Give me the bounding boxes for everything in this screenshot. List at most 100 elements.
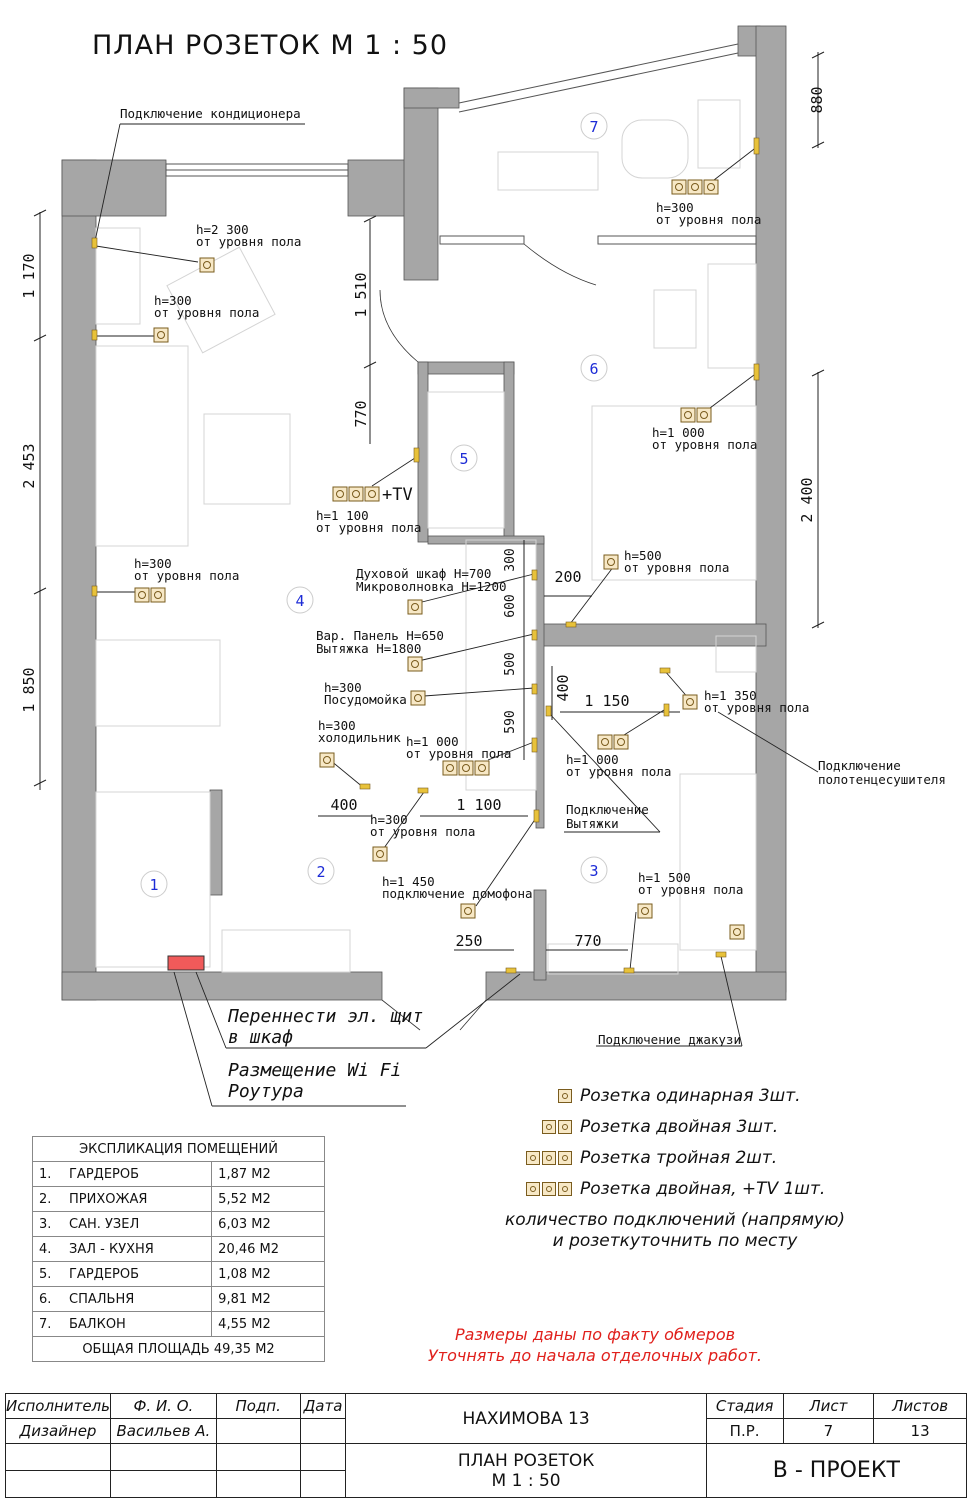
floor-plan: 1 2 3 4 5 6 7 880 1 170 2 453 1 850 1 51… xyxy=(20,25,946,1107)
stamp-sheet: 7 xyxy=(782,1418,875,1444)
doors xyxy=(379,243,597,1031)
socket-icon xyxy=(526,1151,540,1165)
callout-floor: от уровня пола xyxy=(704,700,809,715)
callout-fridge: холодильник xyxy=(318,730,401,745)
walls xyxy=(61,25,787,1001)
callout-panel-2: в шкаф xyxy=(228,1027,293,1048)
callout-panel-1: Переннести эл. щит xyxy=(227,1006,423,1027)
callout-hob: Вар. Панель H=650 xyxy=(316,628,444,643)
svg-text:4: 4 xyxy=(295,592,304,610)
callout-h300-c: h=300 xyxy=(324,680,362,695)
callout-floor: от уровня пола xyxy=(656,212,761,227)
callout-jacuzzi: Подключение джакузи xyxy=(598,1032,741,1047)
legend-triple: Розетка тройная 2шт. xyxy=(520,1146,777,1170)
dim-1150: 1 150 xyxy=(584,692,629,710)
callout-h1000-c: h=1 000 xyxy=(652,425,705,440)
svg-text:3: 3 xyxy=(589,862,598,880)
callout-dishwasher: Посудомойка xyxy=(324,692,407,707)
callout-floor: от уровня пола xyxy=(638,882,743,897)
callout-tv: +TV xyxy=(382,485,413,505)
stamp-executor-label: Исполнитель xyxy=(5,1393,111,1419)
callout-h300-b: h=300 xyxy=(134,556,172,571)
room-number-6: 6 xyxy=(580,354,608,382)
dim-2453: 2 453 xyxy=(20,443,38,488)
socket-icon xyxy=(558,1151,572,1165)
wall-outlet-markers xyxy=(91,137,760,974)
callout-hood-connection-2: Вытяжки xyxy=(566,816,619,831)
dim-250: 250 xyxy=(455,932,482,950)
callout-h300-d: h=300 xyxy=(318,718,356,733)
dim-770-vertical: 770 xyxy=(352,400,370,427)
socket-icon xyxy=(542,1182,556,1196)
socket-icon xyxy=(526,1182,540,1196)
leader-lines xyxy=(93,123,819,1107)
svg-text:2: 2 xyxy=(316,863,325,881)
stamp-designer-label: Дизайнер xyxy=(5,1418,111,1444)
room-number-3: 3 xyxy=(580,856,608,884)
stamp-sheet-title: ПЛАН РОЗЕТОК М 1 : 50 xyxy=(345,1443,707,1498)
dim-1170: 1 170 xyxy=(20,253,38,298)
page-title: ПЛАН РОЗЕТОК М 1 : 50 xyxy=(92,30,449,61)
dim-880: 880 xyxy=(808,86,826,113)
callout-h1450: h=1 450 xyxy=(382,874,435,889)
callout-floor: от уровня пола xyxy=(406,746,511,761)
callout-floor: от уровня пола xyxy=(370,824,475,839)
callout-hood: Вытяжка H=1800 xyxy=(316,641,421,656)
legend-single: Розетка одинарная 3шт. xyxy=(520,1084,801,1108)
stamp-fio-label: Ф. И. О. xyxy=(110,1393,217,1419)
electrical-panel xyxy=(167,955,205,971)
windows xyxy=(165,43,757,245)
stamp-sign-label: Подп. xyxy=(215,1393,301,1419)
dim-200: 200 xyxy=(554,568,581,586)
legend-double-tv: Розетка двойная, +TV 1шт. xyxy=(520,1177,825,1201)
callout-floor: от уровня пола xyxy=(624,560,729,575)
callout-floor: от уровня пола xyxy=(566,764,671,779)
measurement-warning: Размеры даны по факту обмеров Уточнять д… xyxy=(428,1325,762,1365)
room-number-1: 1 xyxy=(140,870,168,898)
callout-h1350: h=1 350 xyxy=(704,688,757,703)
room-number-4: 4 xyxy=(286,586,314,614)
callout-towel-2: полотенцесушителя xyxy=(818,772,946,787)
dim-2400: 2 400 xyxy=(798,477,816,522)
dimension-lines xyxy=(33,51,825,951)
socket-icon xyxy=(558,1120,572,1134)
svg-text:6: 6 xyxy=(589,360,598,378)
svg-text:5: 5 xyxy=(459,450,468,468)
callout-h1100: h=1 100 xyxy=(316,508,369,523)
callout-wifi-1: Размещение Wi Fi xyxy=(228,1060,401,1081)
room-number-7: 7 xyxy=(580,112,608,140)
dim-1100: 1 100 xyxy=(456,796,501,814)
callout-h1500: h=1 500 xyxy=(638,870,691,885)
callout-intercom: подключение домофона xyxy=(382,886,533,901)
callout-oven: Духовой шкаф H=700 xyxy=(356,566,491,581)
dim-600: 600 xyxy=(503,594,518,617)
ac-connection-label: Подключение кондиционера xyxy=(120,106,301,121)
callout-wifi-2: Роутура xyxy=(228,1081,304,1102)
explication-header: ЭКСПЛИКАЦИЯ ПОМЕЩЕНИЙ xyxy=(32,1136,325,1162)
callout-floor: от уровня пола xyxy=(316,520,421,535)
title-block: Исполнитель Ф. И. О. Подп. Дата НАХИМОВА… xyxy=(5,1393,968,1498)
callout-towel-1: Подключение xyxy=(818,758,901,773)
socket-icon xyxy=(542,1120,556,1134)
room-number-2: 2 xyxy=(307,857,335,885)
socket-icon xyxy=(558,1182,572,1196)
dim-770-horizontal: 770 xyxy=(574,932,601,950)
dim-590: 590 xyxy=(503,710,518,733)
svg-text:1: 1 xyxy=(149,876,158,894)
callout-floor: от уровня пола xyxy=(652,437,757,452)
stamp-company: В - ПРОЕКТ xyxy=(705,1443,968,1498)
legend-note: количество подключений (напрямую) и розе… xyxy=(504,1210,846,1251)
callout-microwave: Микроволновка H=1200 xyxy=(356,579,507,594)
stamp-stage: П.Р. xyxy=(705,1418,784,1444)
callout-h1000-b: h=1 000 xyxy=(566,752,619,767)
room-number-5: 5 xyxy=(450,444,478,472)
stamp-date-label: Дата xyxy=(299,1393,347,1419)
dim-400-horizontal: 400 xyxy=(330,796,357,814)
callout-h300-a: h=300 xyxy=(154,293,192,308)
